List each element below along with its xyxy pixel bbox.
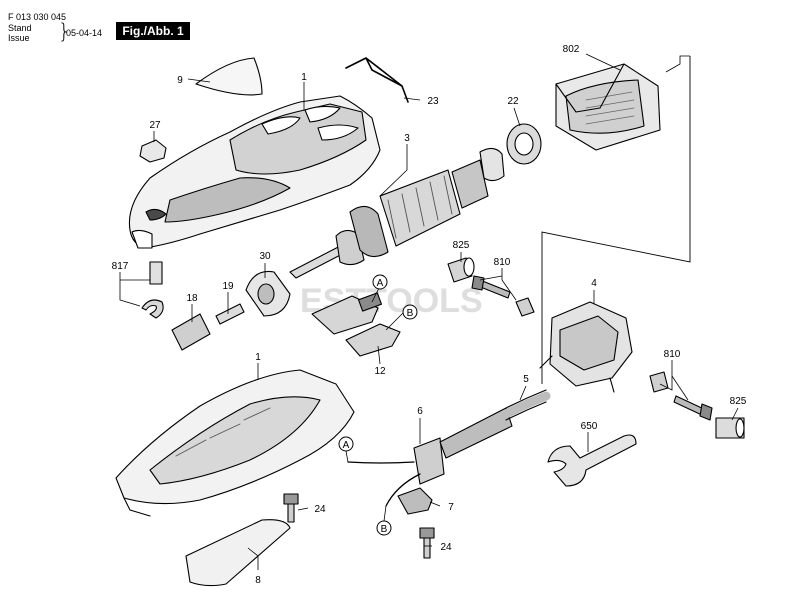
cord-wire-to-a xyxy=(347,461,415,464)
part-6-strain-relief xyxy=(413,407,513,485)
issue-date: 05-04-14 xyxy=(66,28,103,38)
part-27-cap xyxy=(139,139,167,163)
callout-30: 30 xyxy=(259,251,271,262)
cord-wire-to-b xyxy=(385,473,421,507)
part-810-screw-right xyxy=(649,371,713,421)
part-24-screw-left xyxy=(283,493,299,523)
marker-b-upper: B xyxy=(407,308,414,319)
callout-650: 650 xyxy=(581,421,598,432)
callout-12: 12 xyxy=(374,366,386,377)
issue-label: Issue xyxy=(8,33,30,43)
callout-22: 22 xyxy=(507,96,519,107)
part-22-bearing xyxy=(506,123,542,165)
issue-brace: } xyxy=(58,19,71,43)
callout-825-upper: 825 xyxy=(453,240,470,251)
callout-3: 3 xyxy=(404,133,410,144)
part-1-upper-housing xyxy=(128,95,381,249)
callout-19: 19 xyxy=(222,281,234,292)
part-18-collet-nut xyxy=(171,313,211,351)
part-8-cover-plate xyxy=(185,519,291,587)
part-825-bearing-upper xyxy=(447,257,475,283)
callout-802: 802 xyxy=(563,44,580,55)
callout-18: 18 xyxy=(186,293,198,304)
stand-label: Stand xyxy=(8,23,32,33)
part-817-sleeve-clip xyxy=(141,261,164,319)
callout-27: 27 xyxy=(149,120,161,131)
callout-1-bottom: 1 xyxy=(255,352,261,363)
marker-a-upper: A xyxy=(377,278,384,289)
callout-1-top: 1 xyxy=(301,72,307,83)
part-810-screw-upper xyxy=(471,275,535,317)
part-650-wrench xyxy=(547,434,637,487)
part-3-armature xyxy=(289,147,505,279)
part-12-brush-holders xyxy=(311,292,401,357)
document-number: F 013 030 045 xyxy=(8,12,67,22)
callout-4: 4 xyxy=(591,278,597,289)
callout-7: 7 xyxy=(448,502,454,513)
callout-810-upper: 810 xyxy=(494,257,511,268)
part-24-screw-lower xyxy=(419,527,435,559)
figure-label: Fig./Abb. 1 xyxy=(116,22,190,40)
motor-group-bracket xyxy=(541,56,691,384)
marker-a-upper-circle xyxy=(372,274,388,290)
part-7-cord-clamp xyxy=(397,487,433,515)
callout-810-right: 810 xyxy=(664,349,681,360)
callout-9: 9 xyxy=(177,75,183,86)
callout-23: 23 xyxy=(427,96,439,107)
part-23-wire-clip xyxy=(345,57,409,103)
marker-b-lower: B xyxy=(381,524,388,535)
marker-b-upper-circle xyxy=(402,304,418,320)
callout-5: 5 xyxy=(523,374,529,385)
part-30-fan xyxy=(245,270,291,317)
part-802-field-coil xyxy=(555,63,661,151)
callout-24-lower: 24 xyxy=(440,542,452,553)
part-9-pad xyxy=(195,57,263,96)
callout-825-right: 825 xyxy=(730,396,747,407)
callout-24-left: 24 xyxy=(314,504,326,515)
part-5-power-cord xyxy=(501,391,551,419)
part-4-brush-plate xyxy=(539,301,633,393)
callout-817: 817 xyxy=(112,261,129,272)
callout-6: 6 xyxy=(417,406,423,417)
part-825-bearing-right xyxy=(715,417,745,439)
part-1-lower-housing xyxy=(115,369,355,517)
marker-a-lower: A xyxy=(343,440,350,451)
part-19-collet xyxy=(215,303,245,325)
callout-8: 8 xyxy=(255,575,261,586)
